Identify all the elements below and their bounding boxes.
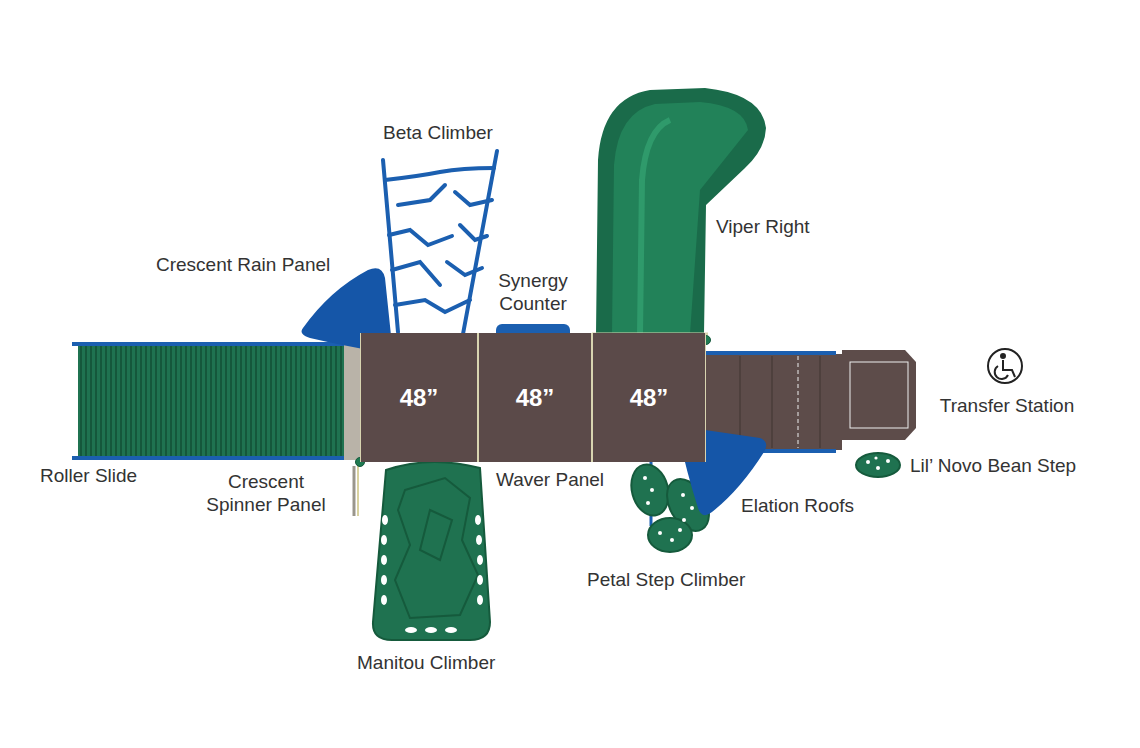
part-name: Beta Climber (383, 121, 493, 144)
part-name: Synergy Counter (487, 269, 579, 315)
manitou-climber (373, 462, 490, 640)
deck-size: 48” (400, 384, 439, 412)
deck-size: 48” (630, 384, 669, 412)
part-name: Roller Slide (40, 464, 137, 487)
part-name: Lil’ Novo Bean Step (910, 454, 1076, 477)
crescent-spinner-panel (354, 466, 358, 516)
deck-platform: 48” (592, 333, 706, 462)
roller-slide (72, 344, 360, 460)
part-name: Petal Step Climber (587, 568, 745, 591)
part-name: Waver Panel (496, 468, 604, 491)
deck-size: 48” (516, 384, 555, 412)
viper-slide (592, 88, 766, 334)
part-name: Transfer Station (940, 394, 1074, 417)
part-name: Crescent Rain Panel (156, 253, 330, 276)
beta-climber (383, 151, 497, 334)
deck-platform: 48” (478, 333, 592, 462)
part-name: Manitou Climber (357, 651, 495, 674)
part-name: Viper Right (716, 215, 810, 238)
deck-platform: 48” (360, 333, 478, 462)
part-name: Elation Roofs (741, 494, 854, 517)
lil-novo-bean-step (856, 453, 900, 477)
part-name: Crescent Spinner Panel (200, 470, 332, 516)
accessibility-symbol (988, 349, 1022, 383)
